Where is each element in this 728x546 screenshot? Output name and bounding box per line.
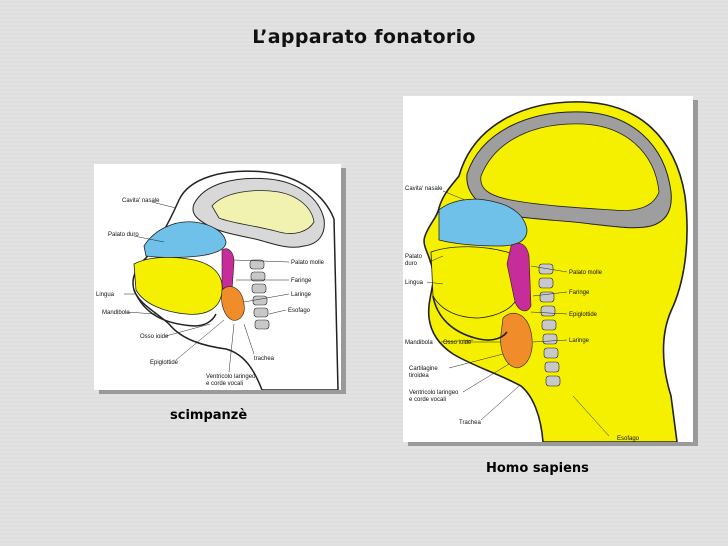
human-label-lingua: Lingua [405, 280, 424, 286]
human-label-palato-molle: Palato molle [569, 270, 603, 276]
human-label-laringe: Laringe [569, 338, 590, 344]
human-label-cavita-nasale: Cavita' nasale [405, 186, 443, 192]
chimp-label-lingua: Lingua [96, 292, 115, 298]
chimp-head-diagram: Cavita' nasale Palato duro Palato molle … [96, 170, 339, 391]
human-diagram-panel: Cavita' nasale Palato duro Lingua Palato… [403, 96, 693, 443]
human-label-epiglottide: Epiglottide [569, 312, 598, 318]
human-brain [480, 123, 660, 211]
chimp-leader-lines [124, 201, 290, 373]
caption-homo-sapiens: Homo sapiens [486, 461, 589, 476]
page-title: L’apparato fonatorio [252, 26, 476, 48]
human-leader-lines [426, 190, 610, 437]
chimp-label-ventricolo: Ventricolo laringeo [206, 374, 256, 380]
chimp-label-trachea: trachea [254, 356, 275, 362]
chimp-larynx [221, 286, 245, 321]
human-label-faringe: Faringe [569, 290, 590, 296]
human-nasal-cavity [438, 198, 528, 247]
chimp-diagram-panel: Cavita' nasale Palato duro Palato molle … [94, 164, 341, 391]
human-pharynx [506, 243, 532, 312]
chimp-label-palato-duro: Palato duro [108, 232, 139, 238]
chimp-brain [211, 190, 315, 234]
human-label-mandibola: Mandibola [405, 340, 433, 346]
human-larynx [500, 312, 533, 369]
human-label-esofago: Esofago [617, 436, 640, 442]
human-label-duro: duro [405, 261, 418, 267]
human-label-cartilagine: Cartilagine [409, 366, 438, 372]
chimp-vertebrae [249, 259, 270, 330]
human-vertebrae [538, 263, 561, 387]
chimp-label-osso-ioide: Osso ioide [140, 334, 169, 340]
chimp-label-epiglottide: Epiglottide [150, 360, 179, 366]
human-tongue [430, 246, 522, 319]
human-head-diagram: Cavita' nasale Palato duro Lingua Palato… [405, 101, 688, 443]
chimp-label-laringe: Laringe [291, 292, 312, 298]
human-label-ventricolo: Ventricolo laringeo [409, 390, 459, 396]
human-label-palato: Palato [405, 254, 423, 260]
chimp-label-cavita-nasale: Cavita' nasale [122, 198, 160, 204]
human-label-trachea: Trachea [459, 420, 481, 426]
human-mandible [432, 295, 508, 341]
chimp-mandible [133, 289, 217, 327]
human-label-corde: e corde vocali [409, 397, 446, 403]
chimp-label-mandibola: Mandibola [102, 310, 130, 316]
chimp-label-palato-molle: Palato molle [291, 260, 325, 266]
human-label-tiroidea: tiroidea [409, 373, 429, 379]
chimp-label-corde: e corde vocali [206, 381, 243, 387]
caption-chimpanzee: scimpanzè [170, 408, 248, 423]
human-label-osso-ioide: Osso ioide [443, 340, 472, 346]
chimp-label-esofago: Esofago [288, 308, 311, 314]
chimp-label-faringe: Faringe [291, 278, 312, 284]
